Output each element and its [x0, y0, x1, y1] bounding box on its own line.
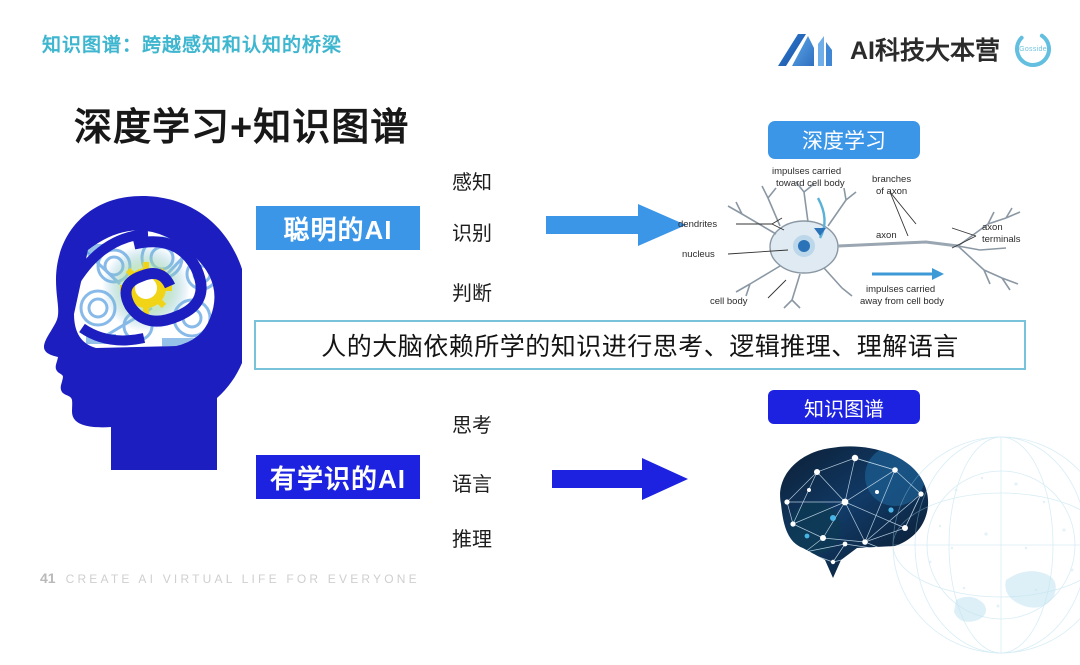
label-axon-terminals-line1: axon	[982, 222, 1003, 233]
label-cell-body: cell body	[710, 296, 748, 307]
keyword-language: 语言	[452, 474, 492, 496]
network-brain-image	[745, 432, 953, 582]
statement-banner-text: 人的大脑依赖所学的知识进行思考、逻辑推理、理解语言	[321, 333, 959, 361]
chip-learned-ai[interactable]: 有学识的AI	[256, 455, 420, 499]
label-nucleus: nucleus	[682, 249, 715, 260]
label-branches-line2: of axon	[876, 186, 907, 197]
label-axon-terminals-line2: terminals	[982, 234, 1021, 245]
brand-logo-group: AI科技大本营 Gosside	[776, 28, 1054, 70]
pill-knowledge-graph-label: 知识图谱	[804, 398, 884, 421]
badge-label: Gosside	[1019, 45, 1047, 53]
label-impulses-away-line2: away from cell body	[860, 296, 944, 307]
slide-heading: 深度学习+知识图谱	[74, 107, 410, 149]
keyword-reasoning: 推理	[452, 529, 492, 551]
label-branches-line1: branches	[872, 174, 911, 185]
right-arrow-icon-bottom	[552, 455, 688, 503]
page-number: 41	[40, 570, 56, 586]
statement-banner: 人的大脑依赖所学的知识进行思考、逻辑推理、理解语言	[254, 320, 1026, 370]
chip-learned-ai-label: 有学识的AI	[269, 463, 406, 494]
brand-name: AI科技大本营	[849, 37, 1000, 65]
ai-mountain-logo-icon	[776, 28, 838, 70]
chip-smart-ai-label: 聪明的AI	[283, 214, 393, 245]
pill-deep-learning[interactable]: 深度学习	[768, 121, 920, 159]
keyword-judgement: 判断	[452, 283, 492, 305]
label-impulses-toward-line1: impulses carried	[772, 166, 841, 177]
keyword-perception: 感知	[452, 172, 492, 194]
label-axon: axon	[876, 230, 897, 241]
head-with-gears-brain-icon	[42, 188, 250, 480]
right-arrow-icon-top	[546, 200, 686, 250]
label-impulses-toward-line2: toward cell body	[776, 178, 845, 189]
page-title: 知识图谱：跨越感知和认知的桥梁	[42, 35, 343, 56]
globe-watermark-icon	[886, 430, 1080, 660]
pill-deep-learning-label: 深度学习	[802, 130, 886, 153]
label-dendrites: dendrites	[678, 219, 717, 230]
label-impulses-away-line1: impulses carried	[866, 284, 935, 295]
chip-smart-ai[interactable]: 聪明的AI	[256, 206, 420, 250]
footer: 41 CREATE AI VIRTUAL LIFE FOR EVERYONE	[40, 570, 420, 586]
slide-canvas: 知识图谱：跨越感知和认知的桥梁 AI	[40, 28, 1080, 654]
pill-knowledge-graph[interactable]: 知识图谱	[768, 390, 920, 424]
neuron-cell-diagram: impulses carried toward cell body dendri…	[676, 162, 1068, 312]
gosside-circle-badge-icon: Gosside	[1012, 28, 1054, 70]
footer-tagline: CREATE AI VIRTUAL LIFE FOR EVERYONE	[65, 572, 420, 586]
keyword-thinking: 思考	[452, 415, 492, 437]
keyword-recognition: 识别	[452, 223, 492, 245]
